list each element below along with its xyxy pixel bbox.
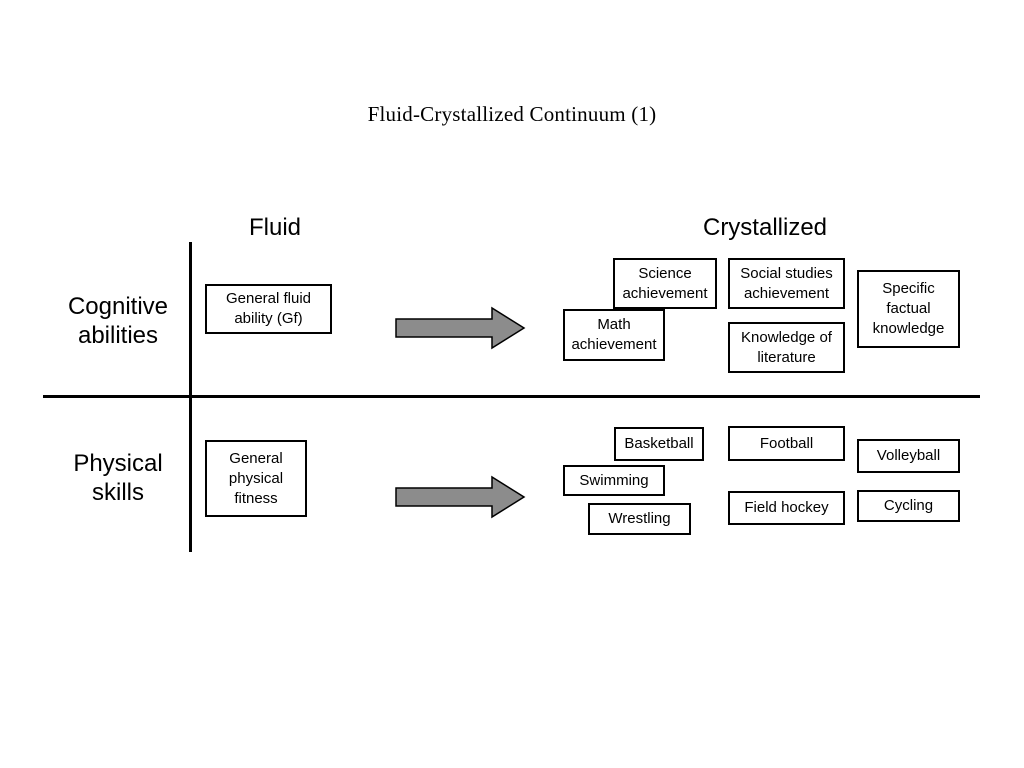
arrow-cognitive [395, 306, 526, 350]
box-field-hockey: Field hockey [728, 491, 845, 525]
column-header-fluid: Fluid [248, 214, 302, 241]
box-general-physical-fitness: General physical fitness [205, 440, 307, 517]
arrow-physical [395, 475, 526, 519]
box-cycling: Cycling [857, 490, 960, 522]
box-swimming: Swimming [563, 465, 665, 496]
box-knowledge-of-literature: Knowledge of literature [728, 322, 845, 373]
box-math-achievement: Math achievement [563, 309, 665, 361]
box-basketball: Basketball [614, 427, 704, 461]
row-header-cognitive-abilities: Cognitive abilities [67, 293, 169, 349]
box-specific-factual-knowledge: Specific factual knowledge [857, 270, 960, 348]
box-science-achievement: Science achievement [613, 258, 717, 309]
box-social-studies-achievement: Social studies achievement [728, 258, 845, 309]
row-header-physical-skills: Physical skills [73, 450, 163, 506]
box-volleyball: Volleyball [857, 439, 960, 473]
box-general-fluid-ability: General fluid ability (Gf) [205, 284, 332, 334]
box-football: Football [728, 426, 845, 461]
box-wrestling: Wrestling [588, 503, 691, 535]
column-header-crystallized: Crystallized [702, 214, 828, 241]
diagram-title: Fluid-Crystallized Continuum (1) [367, 102, 657, 126]
horizontal-divider [43, 395, 980, 398]
